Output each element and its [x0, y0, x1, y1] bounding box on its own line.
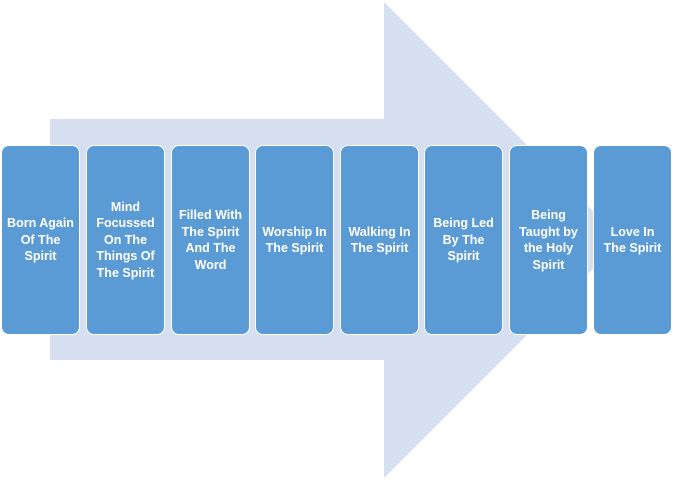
step-box-walking: Walking In The Spirit: [340, 145, 419, 335]
step-label: Walking In The Spirit: [348, 224, 411, 256]
step-box-filled-with-spirit: Filled With The Spirit And The Word: [171, 145, 250, 335]
step-box-mind-focussed: Mind Focussed On The Things Of The Spiri…: [86, 145, 165, 335]
step-box-being-taught: Being Taught by the Holy Spirit: [509, 145, 588, 335]
step-label: Filled With The Spirit And The Word: [178, 208, 243, 272]
step-box-worship: Worship In The Spirit: [255, 145, 334, 335]
step-label: Worship In The Spirit: [262, 224, 327, 256]
step-box-born-again: Born Again Of The Spirit: [1, 145, 80, 335]
step-label: Being Led By The Spirit: [433, 216, 494, 264]
step-box-love: Love In The Spirit: [593, 145, 672, 335]
step-label: Being Taught by the Holy Spirit: [519, 208, 578, 272]
arrow-shape: [50, 2, 622, 478]
step-label: Love In The Spirit: [603, 224, 662, 256]
step-label: Born Again Of The Spirit: [7, 216, 74, 264]
step-box-being-led: Being Led By The Spirit: [424, 145, 503, 335]
step-label: Mind Focussed On The Things Of The Spiri…: [96, 199, 155, 280]
